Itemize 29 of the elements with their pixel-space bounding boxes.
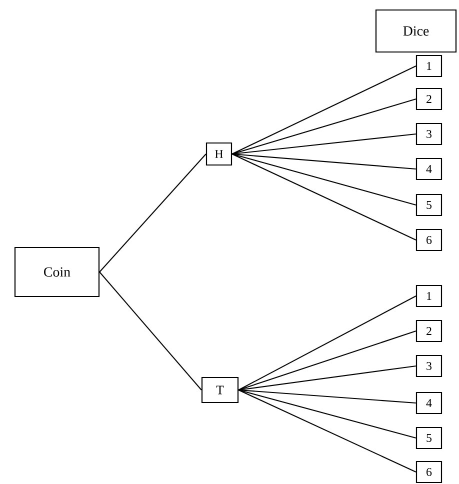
outcome-box: 5	[416, 194, 442, 216]
connector-line	[238, 330, 416, 391]
connector-line	[238, 389, 416, 439]
connector-line	[238, 390, 416, 472]
outcome-box: 6	[416, 228, 442, 252]
connector-line	[99, 272, 202, 390]
connector-line	[232, 153, 416, 206]
outcome-box: 2	[416, 320, 442, 342]
connector-line	[232, 133, 416, 155]
outcome-box: 4	[416, 158, 442, 180]
connector-line	[99, 154, 206, 272]
outcome-box: 3	[416, 354, 442, 378]
outcome-box: 2	[416, 88, 442, 110]
outcome-box: H	[206, 142, 232, 166]
outcome-box: T	[201, 376, 239, 404]
outcome-box: 5	[416, 426, 442, 450]
connector-line	[232, 98, 416, 155]
outcome-box: 6	[416, 460, 442, 484]
connector-line	[232, 153, 416, 170]
connector-line	[232, 66, 416, 154]
connector-line	[238, 389, 416, 404]
outcome-box: 1	[416, 284, 442, 308]
connector-line	[238, 296, 416, 390]
connector-line	[232, 154, 416, 240]
connector-line	[238, 365, 416, 391]
outcome-box: 1	[416, 54, 442, 78]
outcome-box: 4	[416, 392, 442, 414]
outcome-box: 3	[416, 122, 442, 146]
process-box: Coin	[14, 246, 100, 298]
